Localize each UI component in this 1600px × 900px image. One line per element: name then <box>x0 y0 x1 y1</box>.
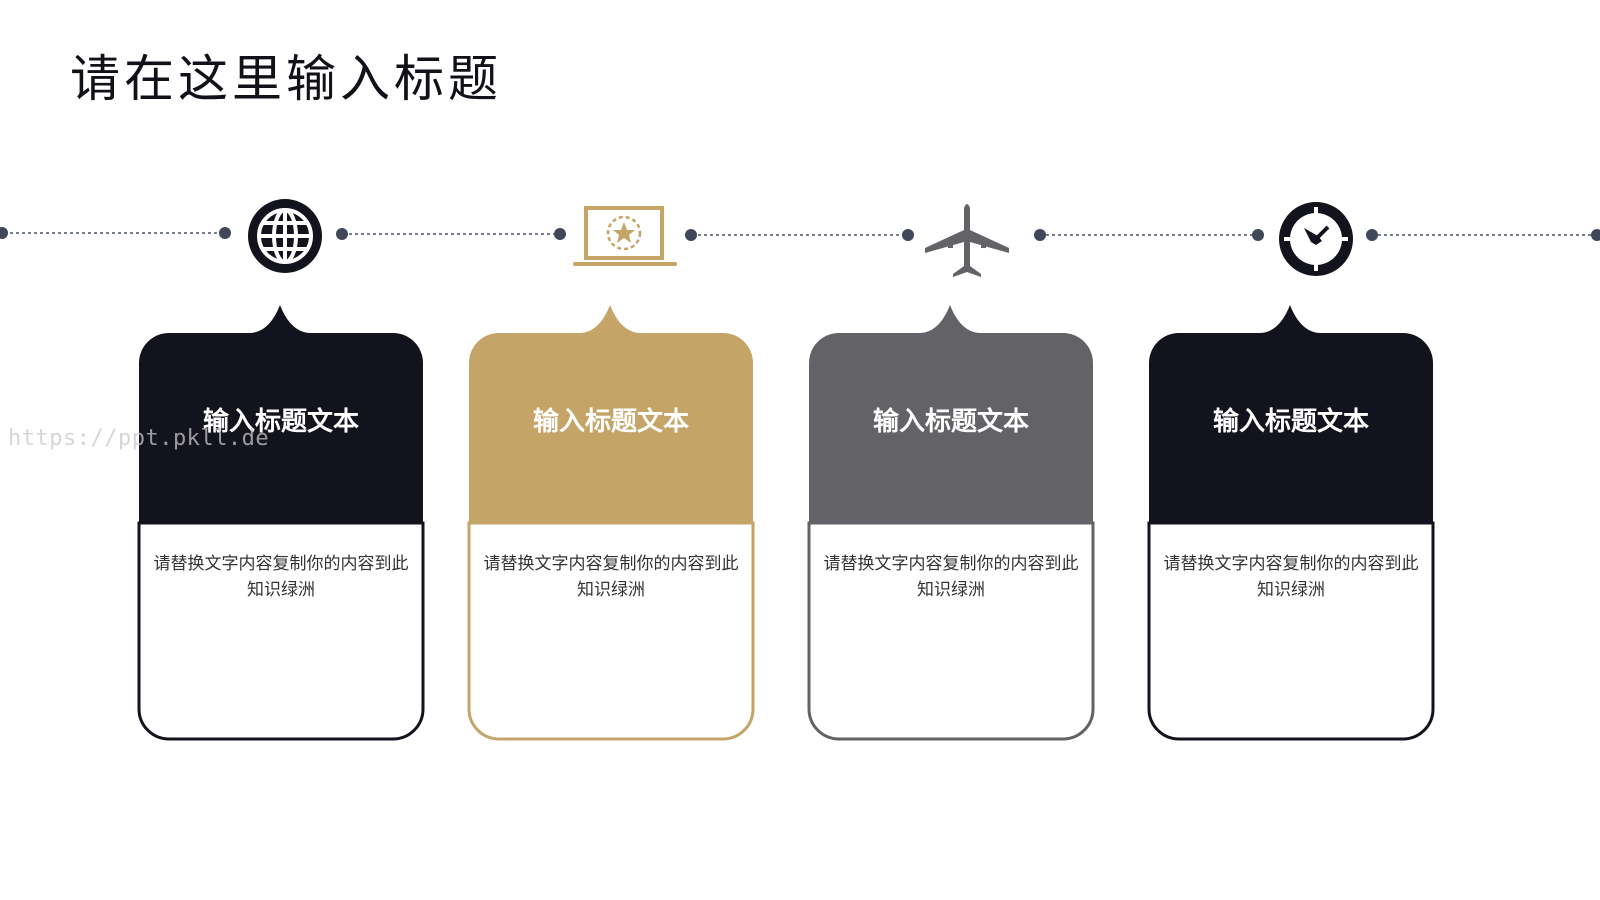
card-1-shape <box>137 305 425 741</box>
watermark: https://ppt.pkll.de <box>8 426 270 451</box>
timeline-node <box>902 229 914 241</box>
card-3-title: 输入标题文本 <box>872 407 1029 437</box>
timeline-node <box>1252 229 1264 241</box>
card-2-title: 输入标题文本 <box>532 407 689 437</box>
airplane-icon <box>925 204 1009 277</box>
card-2-shape <box>467 305 755 741</box>
card-3-shape <box>807 305 1095 741</box>
globe-icon <box>248 199 322 273</box>
card-2: 输入标题文本 请替换文字内容复制你的内容到此知识绿洲 <box>467 303 755 743</box>
timeline-node <box>219 227 231 239</box>
laptop-star-icon <box>573 206 677 266</box>
clock-icon <box>1279 202 1353 276</box>
timeline-node <box>336 228 348 240</box>
timeline-node <box>1366 229 1378 241</box>
card-4-title: 输入标题文本 <box>1212 407 1369 437</box>
page-title: 请在这里输入标题 <box>70 50 502 108</box>
timeline-node <box>554 228 566 240</box>
card-1-title: 输入标题文本 <box>202 407 359 437</box>
card-3-body: 请替换文字内容复制你的内容到此知识绿洲 <box>823 554 1079 600</box>
card-2-body: 请替换文字内容复制你的内容到此知识绿洲 <box>483 554 739 600</box>
card-4: 输入标题文本 请替换文字内容复制你的内容到此知识绿洲 <box>1147 303 1435 743</box>
timeline-node <box>1591 229 1600 241</box>
timeline-node <box>1034 229 1046 241</box>
card-1-body: 请替换文字内容复制你的内容到此知识绿洲 <box>153 554 409 600</box>
card-1: 输入标题文本 请替换文字内容复制你的内容到此知识绿洲 <box>137 303 425 743</box>
card-3: 输入标题文本 请替换文字内容复制你的内容到此知识绿洲 <box>807 303 1095 743</box>
card-4-body: 请替换文字内容复制你的内容到此知识绿洲 <box>1163 554 1419 600</box>
card-4-shape <box>1147 305 1435 741</box>
timeline-node <box>0 227 8 239</box>
timeline-node <box>685 229 697 241</box>
